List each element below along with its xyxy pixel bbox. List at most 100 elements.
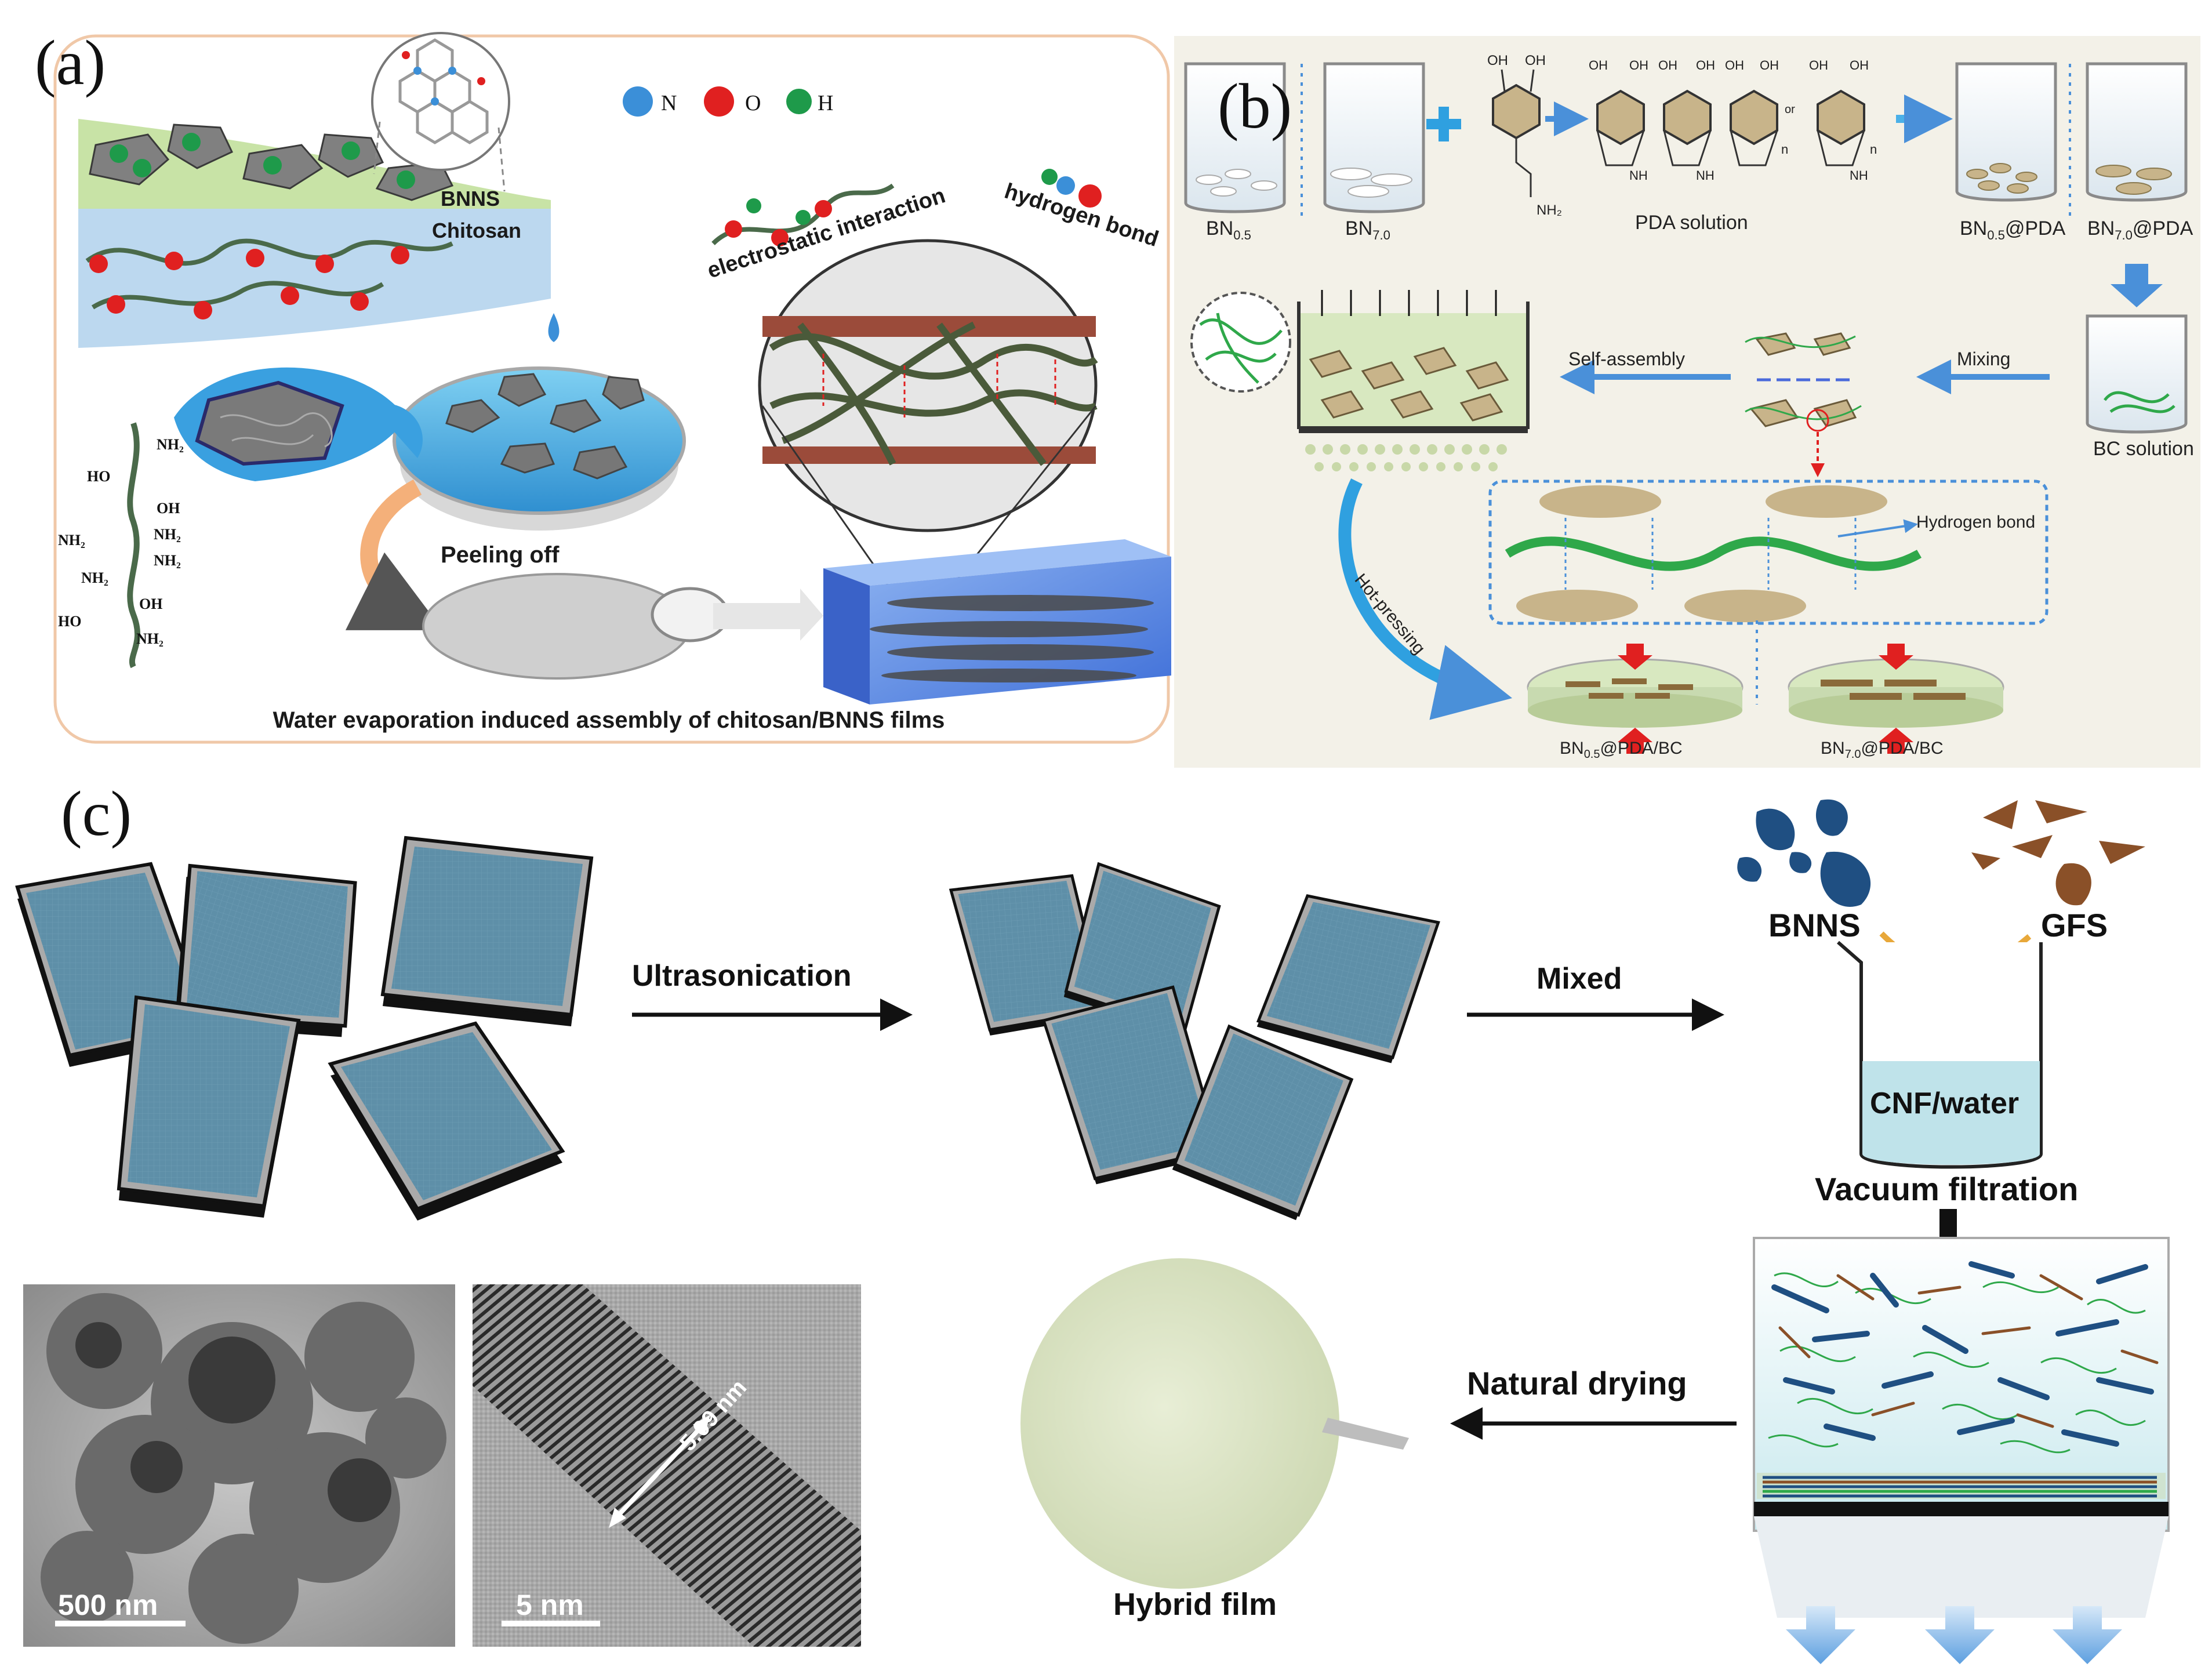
peeling-off-label: Peeling off (441, 542, 560, 568)
mixed-flakes (1745, 332, 1862, 432)
pda-oh-6: OH (1760, 58, 1779, 72)
vacuum-vessel (1753, 1237, 2170, 1664)
chitosan-nh2-1: NH₂ (157, 436, 184, 453)
scale-5nm-label: 5 nm (516, 1589, 584, 1621)
panel-a: N O H BNNS Chitosan (35, 27, 1171, 744)
product-bn70-disc (1788, 644, 2004, 754)
pda-solution-label: PDA solution (1635, 212, 1748, 234)
hbond-o-atom (1078, 184, 1102, 208)
hbond-h-atom (1041, 169, 1058, 185)
gfs-particles (1971, 800, 2145, 906)
plus-icon (1426, 107, 1461, 141)
pda-polymer: OH OH OH OH OH OH NH NH n or (1589, 58, 1795, 183)
bn70-pda-label: BN7.0@PDA (2087, 217, 2193, 242)
product-bn05-disc (1527, 644, 1744, 754)
pda-nh-2: NH (1696, 168, 1715, 183)
pda-alt-n: n (1870, 142, 1877, 157)
fiber-network-inset (758, 239, 1098, 532)
chitosan-oh-2: OH (139, 595, 162, 612)
self-assembly-label: Self-assembly (1568, 348, 1685, 369)
layered-film-block (823, 539, 1171, 705)
suction-arrow-3 (2053, 1606, 2122, 1664)
film-drop-sheet (195, 380, 344, 466)
pda-polymer-alt: OH OH NH n (1809, 58, 1877, 183)
panel-c-label: (c) (61, 778, 132, 849)
beaker-bc (2086, 314, 2188, 434)
bc-solution-label: BC solution (2093, 438, 2194, 460)
panel-b-label: (b) (1218, 71, 1292, 141)
chitosan-nh2-4: NH₂ (81, 569, 108, 586)
natural-drying-label: Natural drying (1467, 1365, 1687, 1401)
suction-arrow-2 (1925, 1606, 1995, 1664)
hybrid-film (1020, 1258, 1339, 1589)
bn-lattice-inset (371, 32, 510, 171)
chitosan-ho-1: HO (87, 468, 110, 485)
electrostatic-plus-charges (725, 200, 832, 246)
pda-or: or (1785, 103, 1795, 116)
dopamine-oh-1: OH (1487, 53, 1508, 68)
peeling-arrow (345, 479, 443, 630)
bc-fiber-zoom (1190, 292, 1291, 393)
pda-alt-nh: NH (1850, 168, 1868, 183)
bnns-particles (1737, 799, 1871, 907)
ultrasonication-label: Ultrasonication (632, 959, 852, 993)
hydrogen-bond-b-label: Hydrogen bond (1916, 513, 2035, 532)
film-drop-fibers (220, 412, 333, 448)
legend-h-label: H (818, 91, 833, 115)
dopamine-molecule: OH OH NH₂ (1487, 53, 1562, 218)
legend-n-label: N (661, 91, 677, 115)
product-bn05-label: BN0.5@PDA/BC (1560, 739, 1683, 761)
pda-oh-1: OH (1589, 58, 1608, 72)
pda-oh-4: OH (1696, 58, 1715, 72)
bnns-layer-label: BNNS (441, 187, 500, 210)
pda-n-sub: n (1781, 142, 1788, 157)
hot-pressing-arrow (1338, 478, 1513, 720)
panel-c: (c) (15, 778, 2170, 1664)
petri-dish (393, 313, 686, 531)
product-bn70-label: BN7.0@PDA/BC (1821, 739, 1944, 761)
dopamine-oh-2: OH (1525, 53, 1546, 68)
chitosan-positive-charges (89, 246, 409, 319)
cnf-beaker (1837, 941, 2043, 1169)
hybrid-film-label: Hybrid film (1113, 1587, 1277, 1622)
beaker-bn05 (1184, 62, 1286, 213)
peeled-film (422, 573, 691, 680)
film-drop-tail (371, 404, 423, 458)
chitosan-oh-1: OH (157, 500, 180, 517)
bnns-flakes (89, 124, 454, 201)
beaker-bn05-pda (1955, 62, 2057, 202)
to-block-arrow (713, 589, 823, 641)
tem-image-low-mag: 500 nm (23, 1284, 455, 1647)
mixed-label: Mixed (1537, 962, 1622, 996)
panel-b: BN0.5 BN7.0 OH OH NH₂ (1174, 36, 2200, 768)
chitosan-nh2-3: NH₂ (154, 526, 181, 543)
legend-o-atom (704, 86, 734, 117)
chitosan-nh2-2: NH₂ (58, 532, 85, 549)
dopamine-nh2: NH₂ (1537, 202, 1562, 218)
pda-oh-5: OH (1725, 58, 1744, 72)
pda-oh-3: OH (1658, 58, 1677, 72)
chitosan-nh2-6: NH₂ (136, 630, 164, 647)
lattice-zoom-line (373, 121, 506, 192)
arrow-to-bc (2111, 264, 2163, 307)
pda-alt-oh-1: OH (1809, 58, 1828, 72)
chitosan-nh2-5: NH₂ (154, 552, 181, 569)
hydrogen-bond-inset (1488, 480, 2048, 625)
chitosan-structure: NH₂ HO OH NH₂ NH₂ NH₂ NH₂ OH HO NH₂ (58, 422, 184, 669)
vacuum-filtration-label: Vacuum filtration (1815, 1171, 2078, 1207)
gfs-label-c: GFS (2041, 907, 2108, 943)
tem-image-high-mag: 5.09 nm 5 nm (473, 1284, 861, 1647)
beaker-bn70-pda (2086, 62, 2188, 202)
pda-nh-1: NH (1629, 168, 1648, 183)
legend-h-atom (786, 89, 812, 114)
chitosan-chains (85, 238, 453, 310)
electrostatic-chain (711, 183, 895, 245)
panel-a-label: (a) (35, 27, 106, 98)
pda-oh-2: OH (1629, 58, 1648, 72)
scale-500nm-label: 500 nm (58, 1589, 158, 1621)
hbond-n-atom (1056, 176, 1075, 195)
stacked-sheets (15, 836, 594, 1221)
legend-o-label: O (745, 91, 761, 115)
filtration-cell (1297, 290, 1530, 471)
